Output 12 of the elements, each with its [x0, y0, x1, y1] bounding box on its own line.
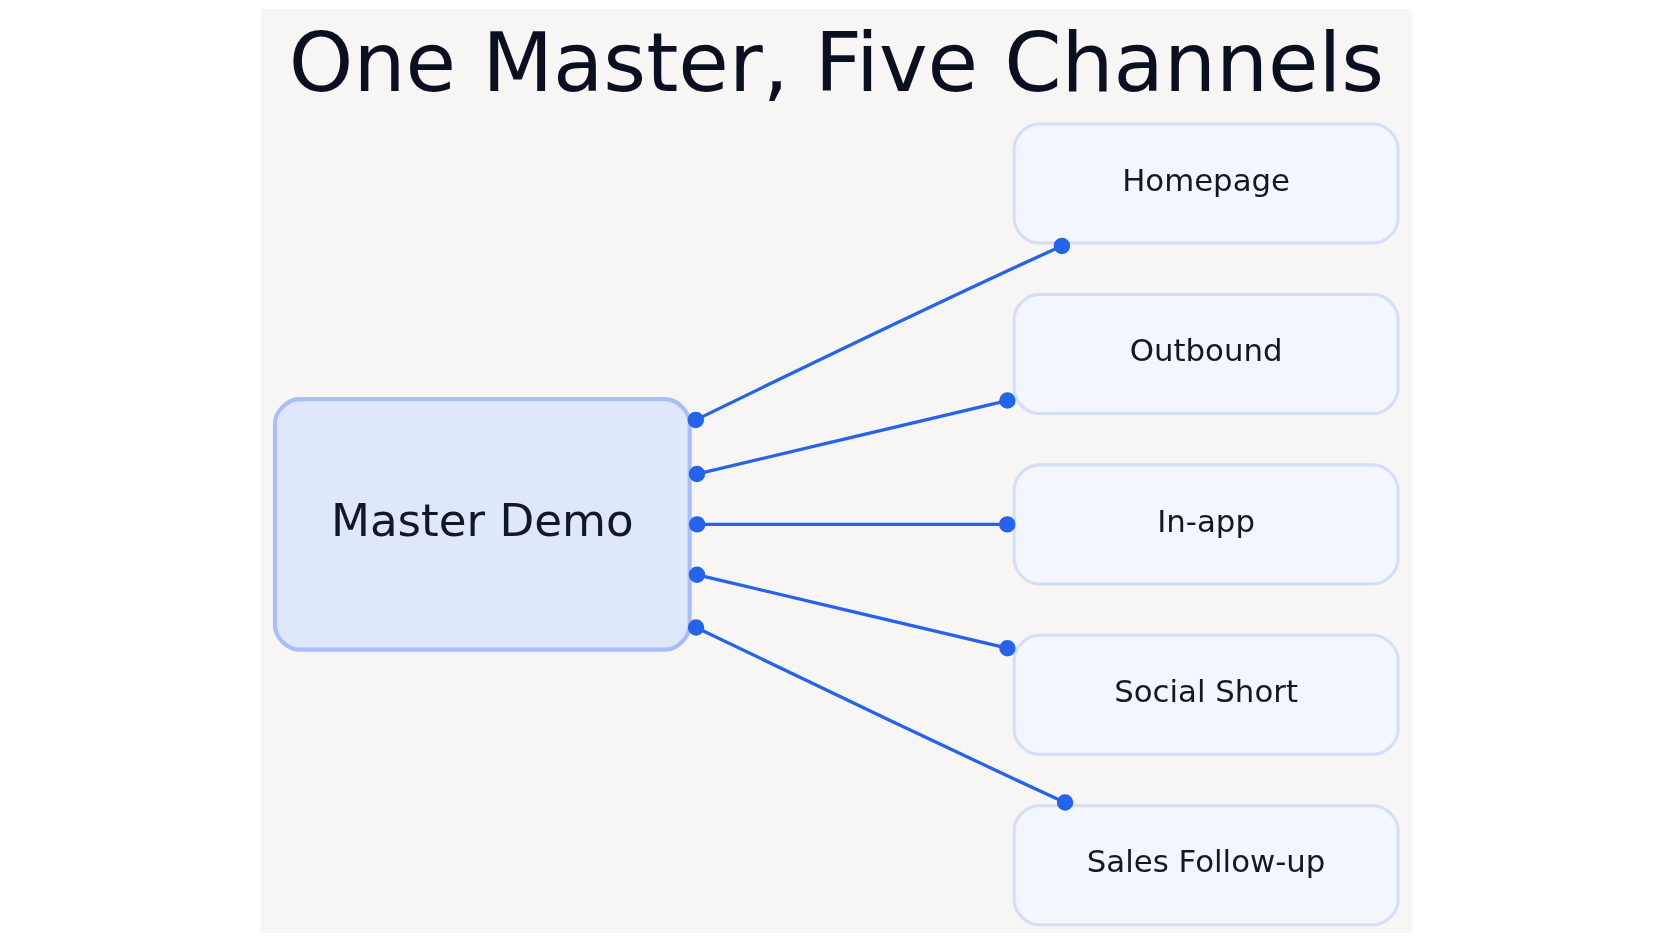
connector [687, 237, 1070, 428]
node-box: In-app [1012, 462, 1400, 585]
node-box: Social Short [1012, 633, 1400, 756]
diagram-title: One Master, Five Channels [288, 14, 1384, 110]
connector [688, 515, 1015, 533]
node-box: Master Demo [272, 396, 692, 652]
node-box: Outbound [1012, 292, 1400, 415]
connector [688, 391, 1016, 482]
connector [688, 566, 1016, 656]
node-box: Sales Follow-up [1012, 803, 1400, 926]
node-box: Homepage [1012, 121, 1400, 245]
connector [687, 618, 1073, 811]
